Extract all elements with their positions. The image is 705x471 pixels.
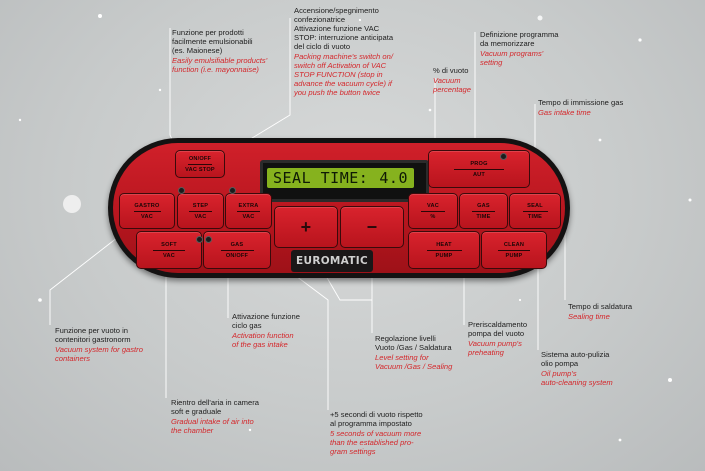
annotation-gas: Attivazione funzione ciclo gas Activatio… <box>232 312 300 349</box>
soft-vac-button[interactable]: SOFT VAC <box>136 231 202 269</box>
annotation-extra-it: +5 secondi di vuoto rispetto al programm… <box>330 410 423 428</box>
annotation-onoff-it: Accensione/spegnimento confezionatrice A… <box>294 6 394 51</box>
gas-onoff-button[interactable]: GAS ON/OFF <box>203 231 271 269</box>
annotation-vacpct-it: % di vuoto <box>433 66 469 75</box>
lcd-display: SEAL TIME: 4.0 <box>260 160 429 202</box>
step-vac-button-bottom: VAC <box>194 213 207 220</box>
annotation-onoff: Accensione/spegnimento confezionatrice A… <box>294 6 393 97</box>
soft-vac-led-2 <box>205 236 212 243</box>
annotation-clean: Sistema auto-pulizia olio pompa Oil pump… <box>541 350 613 387</box>
gas-time-button[interactable]: GAS TIME <box>459 193 508 229</box>
vac-percent-button[interactable]: VAC % <box>408 193 458 229</box>
annotation-seal: Tempo di saldatura Sealing time <box>568 302 632 321</box>
gastro-vac-button-bottom: VAC <box>141 213 153 220</box>
annotation-clean-it: Sistema auto-pulizia olio pompa <box>541 350 610 368</box>
annotation-prog-en: Vacuum programs' setting <box>480 49 544 67</box>
prog-aut-button[interactable]: PROG AUT <box>428 150 530 188</box>
plus-icon: + <box>300 217 312 237</box>
annotation-gastime: Tempo di immissione gas Gas intake time <box>538 98 623 117</box>
gas-time-button-top: GAS <box>477 202 490 209</box>
clean-pump-button-bottom: PUMP <box>505 252 523 259</box>
annotation-heat: Preriscaldamento pompa del vuoto Vacuum … <box>468 320 527 357</box>
heat-pump-button[interactable]: HEAT PUMP <box>408 231 480 269</box>
annotation-gastro-en: Vacuum system for gastro containers <box>55 345 143 363</box>
step-vac-button-top: STEP <box>192 202 209 209</box>
onoff-button-bottom: VAC STOP <box>185 166 215 173</box>
annotation-gastro-it: Funzione per vuoto in contenitori gastro… <box>55 326 131 344</box>
lcd-screen: SEAL TIME: 4.0 <box>267 168 414 188</box>
annotation-level-en: Level setting for Vacuum /Gas / Sealing <box>375 353 453 371</box>
annotation-seal-en: Sealing time <box>568 312 610 321</box>
soft-vac-button-top: SOFT <box>161 241 177 248</box>
annotation-extra-en: 5 seconds of vacuum more than the establ… <box>330 429 422 456</box>
extra-vac-led <box>229 187 236 194</box>
clean-pump-button-top: CLEAN <box>503 241 525 248</box>
annotation-emulsion: Funzione per prodotti facilmente emulsio… <box>172 28 267 74</box>
gas-time-button-bottom: TIME <box>476 213 491 220</box>
prog-aut-led <box>500 153 507 160</box>
vac-percent-button-top: VAC <box>427 202 439 209</box>
annotation-soft-en: Gradual intake of air into the chamber <box>171 417 254 435</box>
extra-vac-button-bottom: VAC <box>242 213 255 220</box>
seal-time-button[interactable]: SEAL TIME <box>509 193 561 229</box>
step-vac-led <box>178 187 185 194</box>
lcd-label: SEAL TIME: <box>273 169 369 187</box>
annotation-extra: +5 secondi di vuoto rispetto al programm… <box>330 410 423 456</box>
annotation-heat-it: Preriscaldamento pompa del vuoto <box>468 320 528 338</box>
annotation-gas-it: Attivazione funzione ciclo gas <box>232 312 300 330</box>
annotation-prog: Definizione programma da memorizzare Vac… <box>480 30 559 67</box>
step-vac-button[interactable]: STEP VAC <box>177 193 224 229</box>
vac-percent-button-bottom: % <box>430 213 436 220</box>
brand-logo: EUROMATIC <box>291 250 373 272</box>
seal-time-button-bottom: TIME <box>527 213 543 220</box>
minus-button[interactable]: − <box>340 206 404 248</box>
plus-button[interactable]: + <box>274 206 338 248</box>
annotation-onoff-en: Packing machine's switch on/ switch off … <box>294 52 393 97</box>
annotation-gastro: Funzione per vuoto in contenitori gastro… <box>55 326 143 363</box>
seal-time-button-top: SEAL <box>527 202 543 209</box>
annotation-vacpct-en: Vacuum percentage <box>433 76 471 94</box>
onoff-button[interactable]: ON/OFF VAC STOP <box>175 150 225 178</box>
annotation-emulsion-en: Easily emulsifiable products' function (… <box>172 56 268 74</box>
lcd-value: 4.0 <box>379 169 408 187</box>
soft-vac-led-1 <box>196 236 203 243</box>
prog-aut-button-bottom: AUT <box>472 171 486 178</box>
soft-vac-button-bottom: VAC <box>163 252 175 259</box>
annotation-soft-it: Rientro dell'aria in camera soft e gradu… <box>171 398 259 416</box>
annotation-level: Regolazione livelli Vuoto /Gas / Saldatu… <box>375 334 452 371</box>
annotation-soft: Rientro dell'aria in camera soft e gradu… <box>171 398 259 435</box>
gas-onoff-button-bottom: ON/OFF <box>225 252 249 259</box>
annotation-level-it: Regolazione livelli Vuoto /Gas / Saldatu… <box>375 334 452 352</box>
annotation-emulsion-it: Funzione per prodotti facilmente emulsio… <box>172 28 253 55</box>
annotation-prog-it: Definizione programma da memorizzare <box>480 30 559 48</box>
annotation-gas-en: Activation function of the gas intake <box>232 331 294 349</box>
gastro-vac-button-top: GASTRO <box>134 202 160 209</box>
prog-aut-button-top: PROG <box>470 160 488 167</box>
heat-pump-button-bottom: PUMP <box>435 252 453 259</box>
annotation-clean-en: Oil pump's auto-cleaning system <box>541 369 613 387</box>
annotation-gastime-en: Gas intake time <box>538 108 591 117</box>
annotation-heat-en: Vacuum pump's preheating <box>468 339 522 357</box>
annotation-gastime-it: Tempo di immissione gas <box>538 98 624 107</box>
extra-vac-button-top: EXTRA <box>238 202 259 209</box>
clean-pump-button[interactable]: CLEAN PUMP <box>481 231 547 269</box>
minus-icon: − <box>366 217 378 237</box>
annotation-vacpct: % di vuoto Vacuum percentage <box>433 66 471 94</box>
annotation-seal-it: Tempo di saldatura <box>568 302 633 311</box>
gastro-vac-button[interactable]: GASTRO VAC <box>119 193 175 229</box>
heat-pump-button-top: HEAT <box>436 241 452 248</box>
extra-vac-button[interactable]: EXTRA VAC <box>225 193 272 229</box>
gas-onoff-button-top: GAS <box>230 241 244 248</box>
onoff-button-top: ON/OFF <box>188 155 212 162</box>
